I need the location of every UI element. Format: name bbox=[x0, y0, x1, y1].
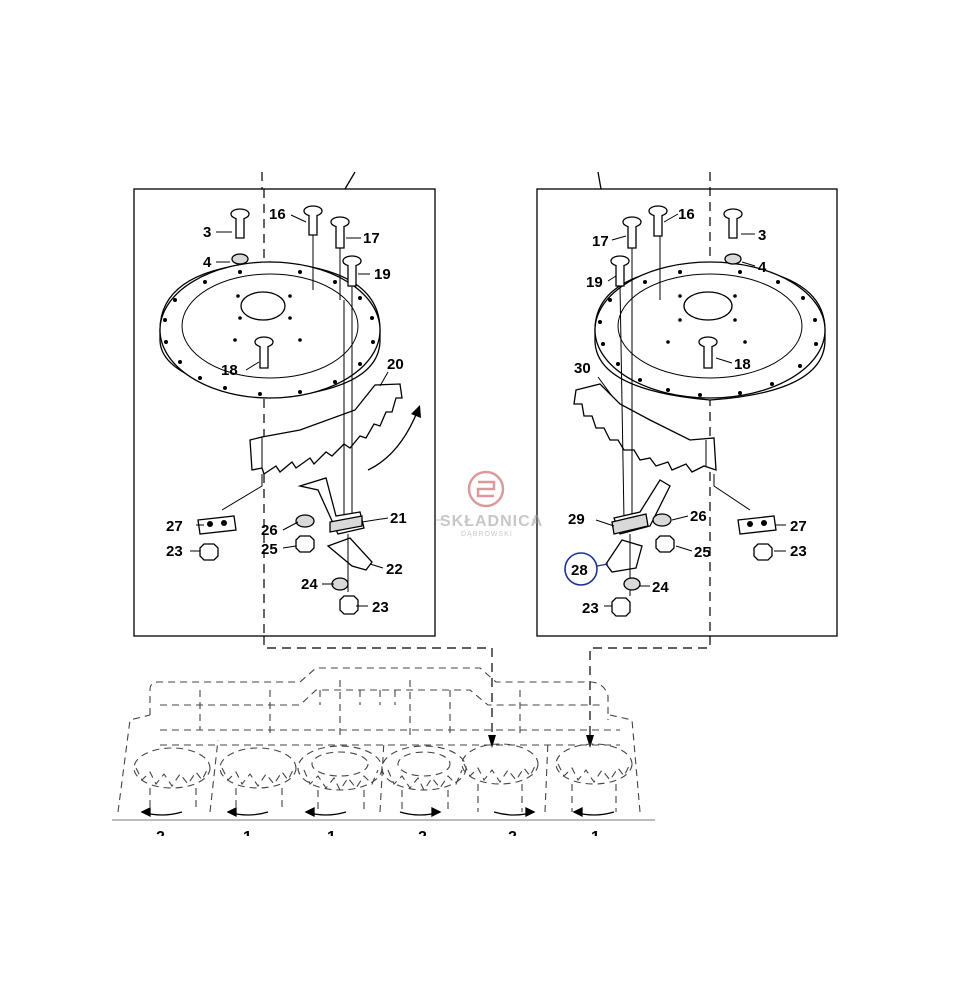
right-callout-23b: 23 bbox=[582, 600, 599, 617]
right-callout-23: 23 bbox=[790, 543, 807, 560]
left-washer-24 bbox=[331, 577, 349, 591]
left-holder-22 bbox=[326, 537, 373, 571]
left-callout-26: 26 bbox=[261, 522, 278, 539]
left-disc bbox=[159, 261, 381, 399]
right-callout-3: 3 bbox=[758, 227, 766, 244]
drum-4 bbox=[381, 745, 467, 812]
right-callout-26: 26 bbox=[690, 508, 707, 525]
drum-6 bbox=[555, 743, 633, 812]
right-bracket-29 bbox=[611, 479, 671, 535]
left-bolt-17 bbox=[330, 216, 350, 249]
left-nut-23 bbox=[339, 595, 359, 615]
right-nut-25 bbox=[655, 535, 675, 553]
drum-3 bbox=[297, 745, 383, 812]
watermark-logo-icon bbox=[467, 470, 505, 508]
left-bolt-16 bbox=[303, 205, 323, 236]
right-bolt-17 bbox=[622, 216, 642, 249]
right-bolt-19 bbox=[610, 255, 630, 287]
right-nut-23b bbox=[753, 543, 773, 561]
right-callout-25: 25 bbox=[694, 544, 711, 561]
left-callout-23: 23 bbox=[166, 543, 183, 560]
right-callout-19: 19 bbox=[586, 274, 603, 291]
right-disc bbox=[594, 261, 826, 401]
left-panel-frame bbox=[133, 188, 436, 637]
right-callout-29: 29 bbox=[568, 511, 585, 528]
left-plate-27 bbox=[197, 515, 237, 535]
left-callout-4: 4 bbox=[203, 254, 212, 271]
highlight-circle-28 bbox=[564, 552, 598, 586]
watermark: SKŁADNICA DĄBROWSKI bbox=[436, 470, 543, 538]
right-plate-27 bbox=[737, 515, 777, 535]
right-panel-frame bbox=[536, 188, 838, 637]
right-callout-18: 18 bbox=[734, 356, 751, 373]
right-washer-26 bbox=[652, 513, 672, 527]
right-callout-28: 28 bbox=[571, 562, 588, 579]
left-panel: 3 4 16 17 19 18 20 27 23 26 25 21 22 24 … bbox=[133, 171, 436, 637]
right-holder-28 bbox=[605, 539, 643, 573]
right-toothed-knife bbox=[573, 383, 717, 473]
left-washer-26 bbox=[295, 514, 315, 528]
rotation-arrows bbox=[140, 806, 615, 818]
header-assembly: 2 1 1 2 2 1 bbox=[100, 667, 700, 856]
left-nut-25 bbox=[295, 535, 315, 553]
drum-1 bbox=[133, 747, 211, 812]
left-callout-3: 3 bbox=[203, 224, 211, 241]
left-callout-16: 16 bbox=[269, 206, 286, 223]
left-bolt-3 bbox=[230, 208, 250, 239]
left-callout-19: 19 bbox=[374, 266, 391, 283]
right-callout-24: 24 bbox=[652, 579, 669, 596]
right-nut-23 bbox=[611, 597, 631, 617]
right-callout-17: 17 bbox=[592, 233, 609, 250]
right-callout-27: 27 bbox=[790, 518, 807, 535]
watermark-brand: SKŁADNICA bbox=[440, 513, 543, 530]
right-panel: 16 17 3 19 4 18 30 29 26 27 23 25 28 24 … bbox=[536, 171, 838, 637]
left-bracket-21 bbox=[297, 477, 365, 535]
left-callout-18: 18 bbox=[221, 362, 238, 379]
drum-2 bbox=[219, 747, 297, 812]
left-callout-24: 24 bbox=[301, 576, 318, 593]
right-bolt-18 bbox=[698, 336, 718, 369]
right-callout-16: 16 bbox=[678, 206, 695, 223]
left-toothed-knife bbox=[249, 383, 403, 476]
left-callout-21: 21 bbox=[390, 510, 407, 527]
left-callout-22: 22 bbox=[386, 561, 403, 578]
right-bolt-16 bbox=[648, 205, 668, 237]
left-washer-4 bbox=[231, 253, 249, 265]
right-callout-30: 30 bbox=[574, 360, 591, 377]
left-callout-17: 17 bbox=[363, 230, 380, 247]
left-callout-27: 27 bbox=[166, 518, 183, 535]
connector-lines bbox=[263, 636, 711, 748]
right-callout-4: 4 bbox=[758, 259, 767, 276]
drum-5 bbox=[461, 743, 539, 812]
left-callout-20: 20 bbox=[387, 356, 404, 373]
left-nut-23b bbox=[199, 543, 219, 561]
right-washer-4 bbox=[724, 253, 742, 265]
left-callout-25: 25 bbox=[261, 541, 278, 558]
left-bolt-18 bbox=[254, 336, 274, 369]
left-rotation-arrow bbox=[367, 409, 419, 471]
right-washer-24 bbox=[623, 577, 641, 591]
right-bolt-3 bbox=[723, 208, 743, 239]
watermark-sub: DĄBROWSKI bbox=[461, 531, 513, 538]
left-callout-23b: 23 bbox=[372, 599, 389, 616]
